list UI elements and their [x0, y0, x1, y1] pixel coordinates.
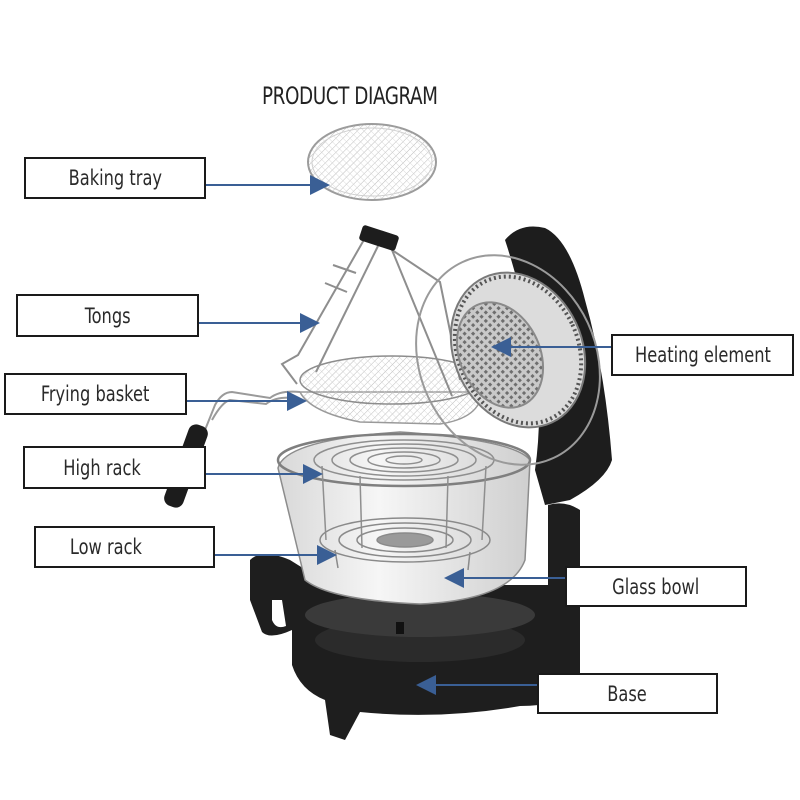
label-base: Base	[537, 673, 718, 714]
label-heating-element-text: Heating element	[634, 343, 771, 367]
low-rack-illustration	[319, 517, 491, 571]
label-tongs: Tongs	[16, 294, 199, 337]
label-glass-bowl: Glass bowl	[565, 566, 747, 607]
label-low-rack: Low rack	[34, 526, 215, 568]
page-title: PRODUCT DIAGRAM	[262, 82, 438, 110]
label-baking-tray: Baking tray	[24, 157, 206, 199]
tongs-illustration	[280, 225, 461, 397]
high-rack-illustration	[313, 439, 495, 549]
label-tongs-text: Tongs	[84, 303, 131, 328]
baking-tray-illustration	[307, 123, 437, 201]
housing-illustration	[250, 226, 612, 740]
label-low-rack-text: Low rack	[69, 535, 142, 559]
label-baking-tray-text: Baking tray	[68, 166, 162, 190]
label-frying-basket-text: Frying basket	[41, 382, 150, 406]
label-heating-element: Heating element	[611, 334, 794, 376]
callout-arrows	[187, 175, 611, 695]
label-base-text: Base	[607, 681, 648, 706]
label-frying-basket: Frying basket	[4, 373, 187, 415]
label-high-rack-text: High rack	[63, 455, 141, 480]
label-high-rack: High rack	[23, 446, 206, 489]
label-glass-bowl-text: Glass bowl	[612, 574, 700, 599]
